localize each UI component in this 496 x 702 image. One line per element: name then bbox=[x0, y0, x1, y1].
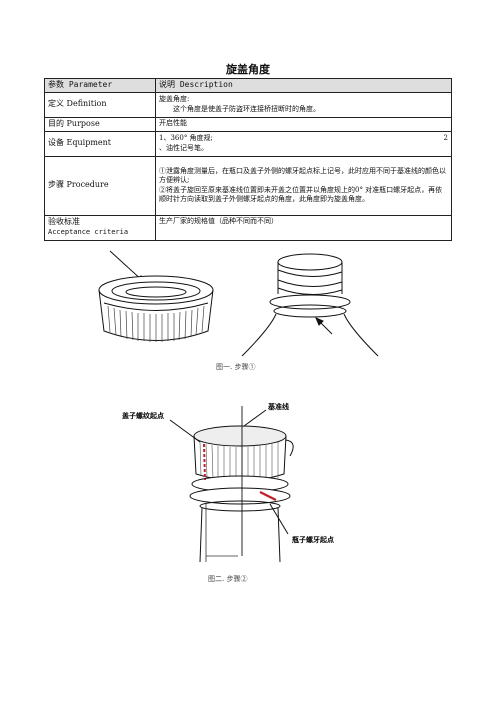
acceptance-label-cn: 验收标准 bbox=[48, 217, 80, 227]
spec-table: 参数 Parameter 说明 Description 定义 Definitio… bbox=[44, 78, 452, 241]
figure1-caption: 图一. 步骤① bbox=[216, 363, 256, 371]
acceptance-label: 验收标准 Acceptance criteria bbox=[44, 214, 156, 241]
label-baseline: 基准线 bbox=[267, 402, 289, 411]
purpose-label: 目的 Purpose bbox=[44, 116, 156, 132]
row-purpose: 目的 Purpose 开启性能 bbox=[44, 116, 452, 132]
equipment-line2: 、油性记号笔。 bbox=[159, 143, 208, 152]
header-parameter: 参数 Parameter bbox=[44, 78, 156, 93]
bottle-thread-pointer bbox=[269, 503, 289, 535]
definition-line1: 旋盖角度: bbox=[159, 95, 190, 104]
equipment-label: 设备 Equipment bbox=[44, 130, 156, 157]
figure2-illustration: 基准线 盖子螺纹起点 瓶子螺牙起点 bbox=[122, 402, 334, 562]
definition-line2: 这个角度是使盖子防盗环连接桥扭断时的角度。 bbox=[173, 104, 320, 113]
figure2-caption: 图二. 步骤② bbox=[208, 575, 248, 583]
bottle-neck-drawing bbox=[241, 253, 379, 357]
equipment-value: 1、360° 角度规; 2 、油性记号笔。 bbox=[155, 130, 452, 157]
row-definition: 定义 Definition 旋盖角度: 这个角度是使盖子防盗环连接桥扭断时的角度… bbox=[44, 91, 452, 118]
acceptance-value: 生产厂家的规格值（品种不同而不同） bbox=[155, 214, 452, 241]
definition-label: 定义 Definition bbox=[44, 91, 156, 118]
cap-drawing bbox=[98, 250, 214, 342]
definition-value: 旋盖角度: 这个角度是使盖子防盗环连接桥扭断时的角度。 bbox=[155, 91, 452, 118]
bottle-thread-marker bbox=[259, 491, 277, 501]
table-header-row: 参数 Parameter 说明 Description bbox=[44, 78, 452, 93]
row-equipment: 设备 Equipment 1、360° 角度规; 2 、油性记号笔。 bbox=[44, 130, 452, 157]
label-cap-thread-start: 盖子螺纹起点 bbox=[122, 411, 164, 420]
row-procedure: 步骤 Procedure ①泄露角度测量后，在瓶口及盖子外侧的螺牙起点标上记号，… bbox=[44, 155, 452, 216]
baseline-pointer bbox=[243, 409, 267, 427]
equipment-line1: 1、360° 角度规; bbox=[159, 134, 213, 143]
procedure-step2: ②将盖子旋回至原来基准线位置即未开盖之位置并以角度规上的0° 对准瓶口螺牙起点，… bbox=[159, 185, 443, 204]
header-description: 说明 Description bbox=[155, 78, 452, 93]
equipment-item-number: 2 bbox=[443, 134, 448, 143]
figure1-illustration bbox=[98, 250, 379, 357]
cap-thread-pointer bbox=[169, 419, 201, 443]
acceptance-label-en: Acceptance criteria bbox=[48, 228, 129, 237]
row-acceptance: 验收标准 Acceptance criteria 生产厂家的规格值（品种不同而不… bbox=[44, 214, 452, 241]
capped-bottle-drawing bbox=[169, 406, 294, 562]
procedure-step1: ①泄露角度测量后，在瓶口及盖子外侧的螺牙起点标上记号，此时应用不同于基准线的颜色… bbox=[159, 166, 446, 185]
bottle-arrow-head bbox=[315, 317, 324, 326]
page-title: 旋盖角度 bbox=[226, 63, 270, 76]
procedure-label: 步骤 Procedure bbox=[44, 155, 156, 216]
label-bottle-thread-start: 瓶子螺牙起点 bbox=[292, 535, 334, 544]
purpose-value: 开启性能 bbox=[155, 116, 452, 132]
cap-thread-marker bbox=[203, 443, 206, 481]
procedure-value: ①泄露角度测量后，在瓶口及盖子外侧的螺牙起点标上记号，此时应用不同于基准线的颜色… bbox=[155, 155, 452, 216]
red-markers bbox=[203, 443, 277, 501]
